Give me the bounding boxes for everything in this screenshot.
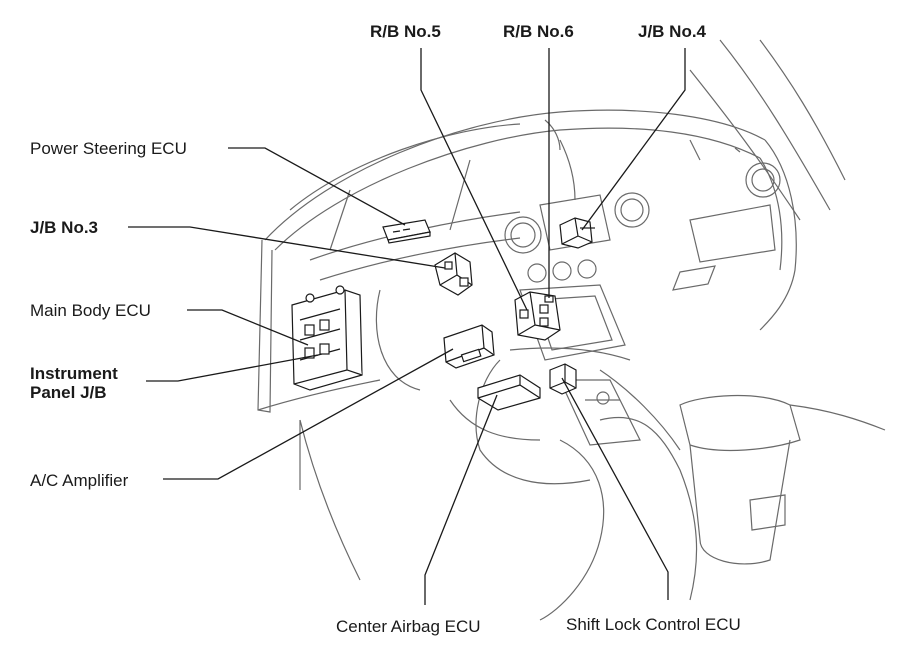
label-jb-no4: J/B No.4 (638, 22, 707, 41)
leader-instrument-panel (146, 354, 319, 382)
label-main-body-ecu: Main Body ECU (30, 301, 151, 320)
dashboard-sketch (257, 39, 886, 621)
label-rb-no6: R/B No.6 (503, 22, 574, 41)
label-ac-amplifier: A/C Amplifier (30, 471, 129, 490)
leader-jb3 (128, 226, 446, 269)
jb-no3-part (434, 252, 473, 296)
leader-jb4 (581, 48, 686, 231)
instrument-panel-jb-part (291, 285, 363, 391)
rb-block-part (514, 291, 561, 341)
jb-no4-part (559, 217, 595, 249)
leader-center-airbag (424, 394, 498, 605)
label-jb-no3: J/B No.3 (30, 218, 99, 237)
leader-lines (128, 48, 686, 605)
leader-shift-lock (561, 377, 669, 600)
power-steering-ecu-part (382, 219, 431, 244)
components (291, 217, 595, 411)
leader-rb5 (420, 48, 528, 311)
label-shift-lock-control-ecu: Shift Lock Control ECU (566, 615, 741, 634)
center-airbag-ecu-part (477, 374, 541, 411)
label-instrument-panel-jb-line1: Instrument (30, 364, 118, 383)
label-power-steering-ecu: Power Steering ECU (30, 139, 187, 158)
leader-main-body (187, 309, 309, 346)
label-instrument-panel-jb-line2: Panel J/B (30, 383, 107, 402)
label-rb-no5: R/B No.5 (370, 22, 441, 41)
label-center-airbag-ecu: Center Airbag ECU (336, 617, 481, 636)
leader-power-steering (228, 147, 406, 226)
leader-ac-amplifier (163, 348, 454, 480)
ac-amplifier-part (443, 324, 495, 369)
